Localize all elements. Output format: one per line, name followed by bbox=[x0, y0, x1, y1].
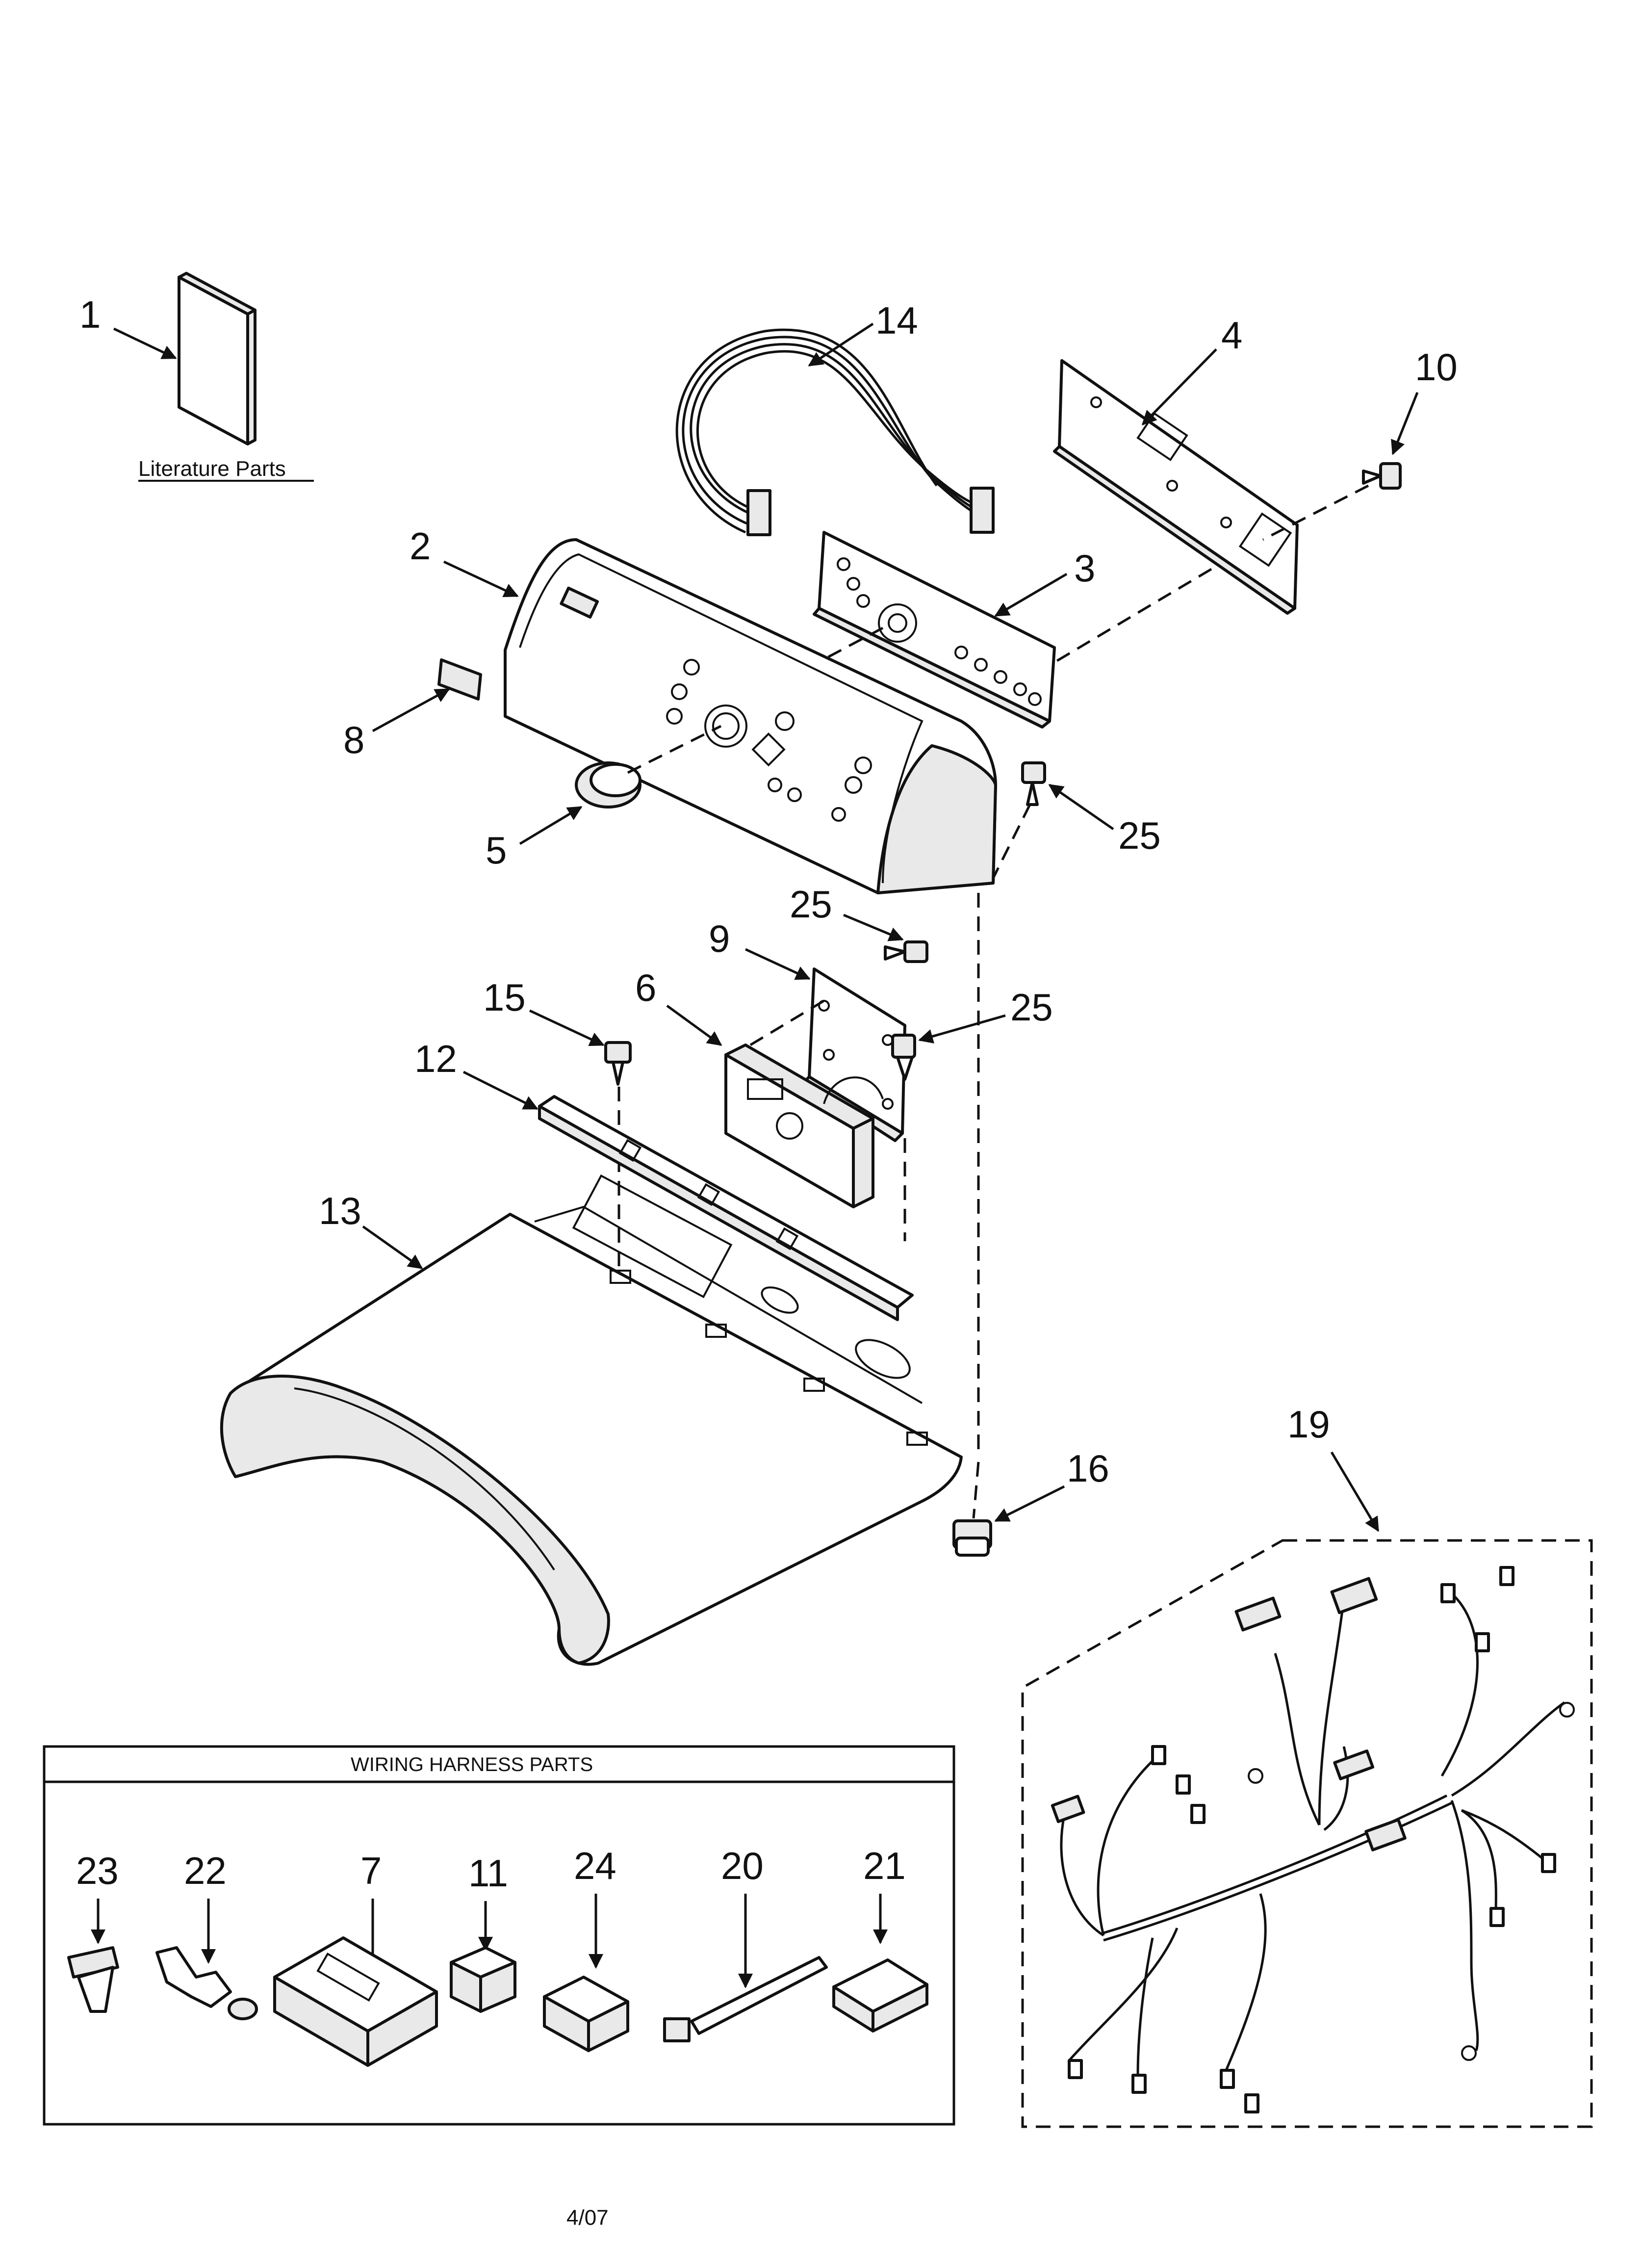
arrow-6 bbox=[666, 1004, 722, 1046]
switch-6 bbox=[724, 1043, 884, 1208]
callout-14: 14 bbox=[875, 299, 918, 342]
callout-21: 21 bbox=[863, 1844, 906, 1887]
arrow-4 bbox=[1141, 348, 1217, 426]
literature-book bbox=[178, 272, 257, 445]
connector-11 bbox=[450, 1946, 516, 2013]
callout-12: 12 bbox=[414, 1037, 457, 1080]
harness-19 bbox=[1051, 1566, 1575, 2113]
callout-19: 19 bbox=[1287, 1403, 1330, 1446]
callout-13: 13 bbox=[319, 1189, 361, 1232]
rail-12 bbox=[538, 1095, 914, 1321]
terminal-23 bbox=[67, 1946, 119, 2013]
callout-25-right: 25 bbox=[1010, 986, 1053, 1029]
top-13 bbox=[220, 1174, 963, 1666]
wiring-harness-parts-box bbox=[43, 1745, 955, 2126]
arrow-25-upper bbox=[843, 913, 904, 941]
callout-2: 2 bbox=[410, 524, 431, 568]
control-board-3 bbox=[813, 531, 1056, 729]
revision-date: 4/07 bbox=[566, 2206, 609, 2230]
callout-8: 8 bbox=[343, 718, 364, 761]
arrow-5 bbox=[519, 806, 583, 845]
callout-4: 4 bbox=[1221, 313, 1242, 357]
screw-25-upper bbox=[884, 940, 928, 963]
arrow-8 bbox=[372, 688, 450, 732]
arrow-25-console bbox=[1048, 783, 1114, 831]
arrow-9 bbox=[744, 948, 811, 980]
wiring-harness-parts-title: WIRING HARNESS PARTS bbox=[351, 1754, 593, 1775]
callout-24: 24 bbox=[574, 1844, 616, 1887]
arrow-13 bbox=[362, 1225, 423, 1270]
cable-tie-20 bbox=[663, 1956, 828, 2042]
callout-5: 5 bbox=[486, 829, 507, 872]
callout-22: 22 bbox=[184, 1849, 227, 1892]
literature-parts-label: Literature Parts bbox=[138, 457, 286, 481]
harness-19-boundary bbox=[1021, 1539, 1593, 2128]
callout-16: 16 bbox=[1067, 1447, 1109, 1490]
arrow-12 bbox=[462, 1070, 539, 1110]
connector-7 bbox=[273, 1936, 438, 2067]
dash-5-console bbox=[627, 725, 722, 774]
screw-10 bbox=[1362, 462, 1402, 490]
callout-1: 1 bbox=[79, 293, 101, 336]
dash-16 bbox=[972, 1461, 980, 1519]
arrow-2 bbox=[443, 560, 519, 598]
arrow-3 bbox=[994, 573, 1068, 617]
callout-11: 11 bbox=[468, 1851, 508, 1895]
callout-25-console: 25 bbox=[1118, 814, 1161, 857]
callout-15: 15 bbox=[483, 976, 526, 1019]
connector-24 bbox=[543, 1976, 629, 2052]
arrow-1 bbox=[113, 327, 177, 360]
arrow-10 bbox=[1391, 392, 1419, 455]
callout-3: 3 bbox=[1074, 547, 1095, 590]
callout-23: 23 bbox=[76, 1849, 119, 1892]
screw-15 bbox=[604, 1041, 632, 1086]
bracket-4 bbox=[1053, 359, 1299, 615]
dash-6-9 bbox=[749, 999, 825, 1046]
arrow-19 bbox=[1330, 1451, 1380, 1532]
screw-25-console bbox=[1021, 761, 1046, 806]
arrow-25-right bbox=[918, 1014, 1006, 1044]
callout-9: 9 bbox=[709, 917, 730, 960]
dash-25-console bbox=[992, 804, 1031, 879]
callout-6: 6 bbox=[635, 966, 656, 1009]
screw-25-right bbox=[891, 1034, 916, 1081]
harness-14 bbox=[675, 329, 995, 536]
console-2 bbox=[504, 538, 997, 894]
connector-21 bbox=[832, 1958, 928, 2033]
callout-25-upper: 25 bbox=[790, 883, 832, 926]
terminal-22 bbox=[155, 1946, 258, 2020]
arrow-16 bbox=[994, 1485, 1065, 1522]
callout-20: 20 bbox=[721, 1844, 764, 1887]
dash-10-4 bbox=[1262, 484, 1369, 541]
foot-16 bbox=[952, 1519, 992, 1557]
callout-10: 10 bbox=[1415, 345, 1458, 389]
label-8 bbox=[437, 658, 482, 701]
arrow-15 bbox=[529, 1009, 605, 1046]
dash-4-3 bbox=[1053, 568, 1212, 664]
knob-5 bbox=[575, 761, 641, 808]
callout-7: 7 bbox=[360, 1849, 382, 1892]
arrow-14 bbox=[808, 322, 874, 367]
